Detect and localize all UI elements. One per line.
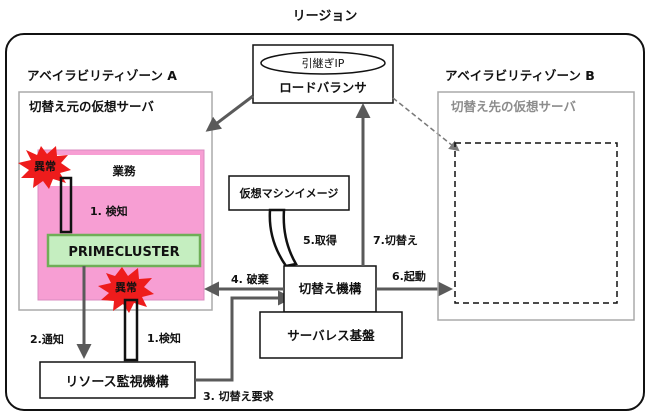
region-label: リージョン <box>293 9 358 24</box>
zone-a-title: アベイラビリティゾーン A <box>27 68 177 83</box>
serverless-platform-box <box>259 311 403 359</box>
step-detect-1: 1. 検知 <box>90 204 128 218</box>
step-acquire-5: 5.取得 <box>303 233 337 247</box>
serverless-platform-label: サーバレス基盤 <box>287 328 375 343</box>
vm-image-label: 仮想マシンイメージ <box>239 186 339 200</box>
lb-to-source-arrow <box>205 94 254 132</box>
region-box <box>5 33 645 411</box>
anomaly-burst-lower <box>98 267 154 313</box>
lb-to-target-dashed-arrow <box>392 97 460 152</box>
primecluster-label: PRIMECLUSTER <box>68 245 179 260</box>
detect-loop-lower <box>123 298 139 362</box>
acquire-loop <box>268 208 298 268</box>
step-request-3: 3. 切替え要求 <box>203 389 275 403</box>
anomaly-burst-upper <box>18 146 71 189</box>
primecluster-box <box>46 233 202 268</box>
resource-monitor-label: リソース監視機構 <box>65 374 168 390</box>
business-label: 業務 <box>112 164 136 178</box>
step-switch-7: 7.切替え <box>373 233 418 247</box>
zone-a-box <box>18 91 213 311</box>
zone-b-server-label: 切替え先の仮想サーバ <box>451 99 576 114</box>
vm-image-box <box>228 175 350 211</box>
anomaly-lower-label: 異常 <box>115 280 137 294</box>
anomaly-upper-label: 異常 <box>34 159 56 173</box>
detect-loop-upper <box>59 176 73 234</box>
switch-request-arrow <box>195 290 293 382</box>
business-box <box>48 155 200 186</box>
switch-mechanism-label: 切替え機構 <box>299 281 362 296</box>
takeover-ip-ellipse <box>260 51 386 75</box>
zone-a-server-label: 切替え元の仮想サーバ <box>29 99 154 114</box>
zone-b-title: アベイラビリティゾーン B <box>445 68 595 83</box>
step-launch-6: 6.起動 <box>392 269 426 283</box>
step-detect-1b: 1.検知 <box>147 331 181 345</box>
step-discard-4: 4. 破棄 <box>231 272 270 286</box>
load-balancer-label: ロードバランサ <box>279 80 367 95</box>
target-virtual-server-placeholder <box>454 142 618 304</box>
takeover-ip-label: 引継ぎIP <box>302 56 345 70</box>
zone-b-box <box>437 91 635 321</box>
step-notify-2: 2.通知 <box>30 332 64 346</box>
